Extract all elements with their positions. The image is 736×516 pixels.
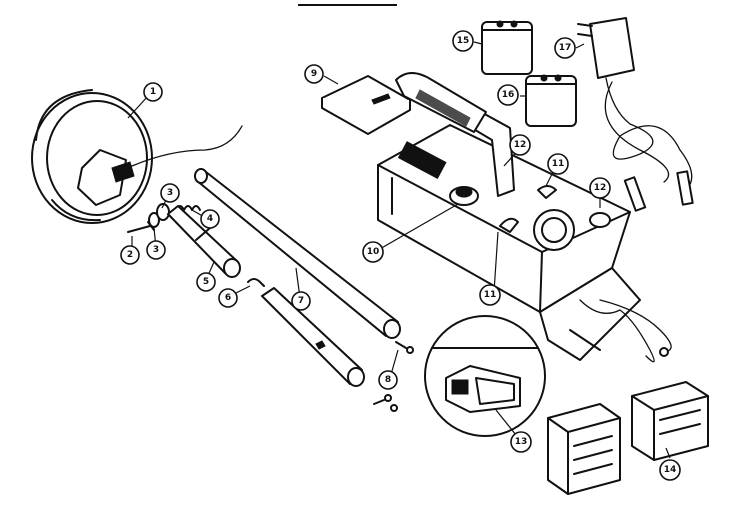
callout-11a: 11 <box>479 284 501 306</box>
callout-8: 8 <box>378 370 398 390</box>
battery-holder-13 <box>547 403 621 495</box>
spring <box>175 205 201 211</box>
detail-magnifier <box>424 315 546 437</box>
callout-12b: 12 <box>589 177 611 199</box>
screws <box>373 341 414 412</box>
callout-9: 9 <box>304 64 324 84</box>
lower-tube <box>261 287 365 387</box>
callout-10-label: 10 <box>367 247 380 257</box>
callout-7-label: 7 <box>298 296 304 306</box>
lower-shaft <box>167 205 241 278</box>
battery-cover <box>321 75 411 135</box>
callout-15-label: 15 <box>457 36 470 46</box>
callout-2-label: 2 <box>127 250 133 260</box>
callout-3b-label: 3 <box>153 245 159 255</box>
callout-9-label: 9 <box>311 69 317 79</box>
callout-12a: 12 <box>509 134 531 156</box>
callout-14-label: 14 <box>664 465 677 475</box>
callout-2: 2 <box>120 245 140 265</box>
callout-3a-label: 3 <box>167 188 173 198</box>
callout-13-label: 13 <box>515 437 528 447</box>
callout-14: 14 <box>659 459 681 481</box>
callout-6-label: 6 <box>225 293 231 303</box>
battery-connector <box>599 299 672 357</box>
callout-17-label: 17 <box>559 43 572 53</box>
spring-clip <box>247 278 265 287</box>
callout-16-label: 16 <box>502 90 515 100</box>
callout-11a-label: 11 <box>484 290 497 300</box>
callout-4-label: 4 <box>207 214 213 224</box>
search-coil <box>31 89 243 224</box>
washer <box>148 203 170 228</box>
callout-3a: 3 <box>160 183 180 203</box>
callout-7: 7 <box>291 291 311 311</box>
callout-11b: 11 <box>547 153 569 175</box>
callout-5-label: 5 <box>203 277 209 287</box>
callout-17: 17 <box>554 37 576 59</box>
callout-8-label: 8 <box>385 375 391 385</box>
callout-12b-label: 12 <box>594 183 607 193</box>
callout-1: 1 <box>143 82 163 102</box>
callout-13: 13 <box>510 431 532 453</box>
battery-15 <box>481 20 533 75</box>
control-box <box>377 72 655 363</box>
callout-16: 16 <box>497 84 519 106</box>
callout-15: 15 <box>452 30 474 52</box>
battery-16 <box>525 74 577 127</box>
callout-11b-label: 11 <box>552 159 565 169</box>
callout-10: 10 <box>362 241 384 263</box>
callout-6: 6 <box>218 288 238 308</box>
callout-5: 5 <box>196 272 216 292</box>
battery-holder-14 <box>631 381 709 461</box>
callout-3b: 3 <box>146 240 166 260</box>
middle-shaft <box>194 168 401 339</box>
callout-12a-label: 12 <box>514 140 527 150</box>
ac-charger <box>577 17 694 212</box>
callout-1-label: 1 <box>150 87 156 97</box>
callout-4: 4 <box>200 209 220 229</box>
